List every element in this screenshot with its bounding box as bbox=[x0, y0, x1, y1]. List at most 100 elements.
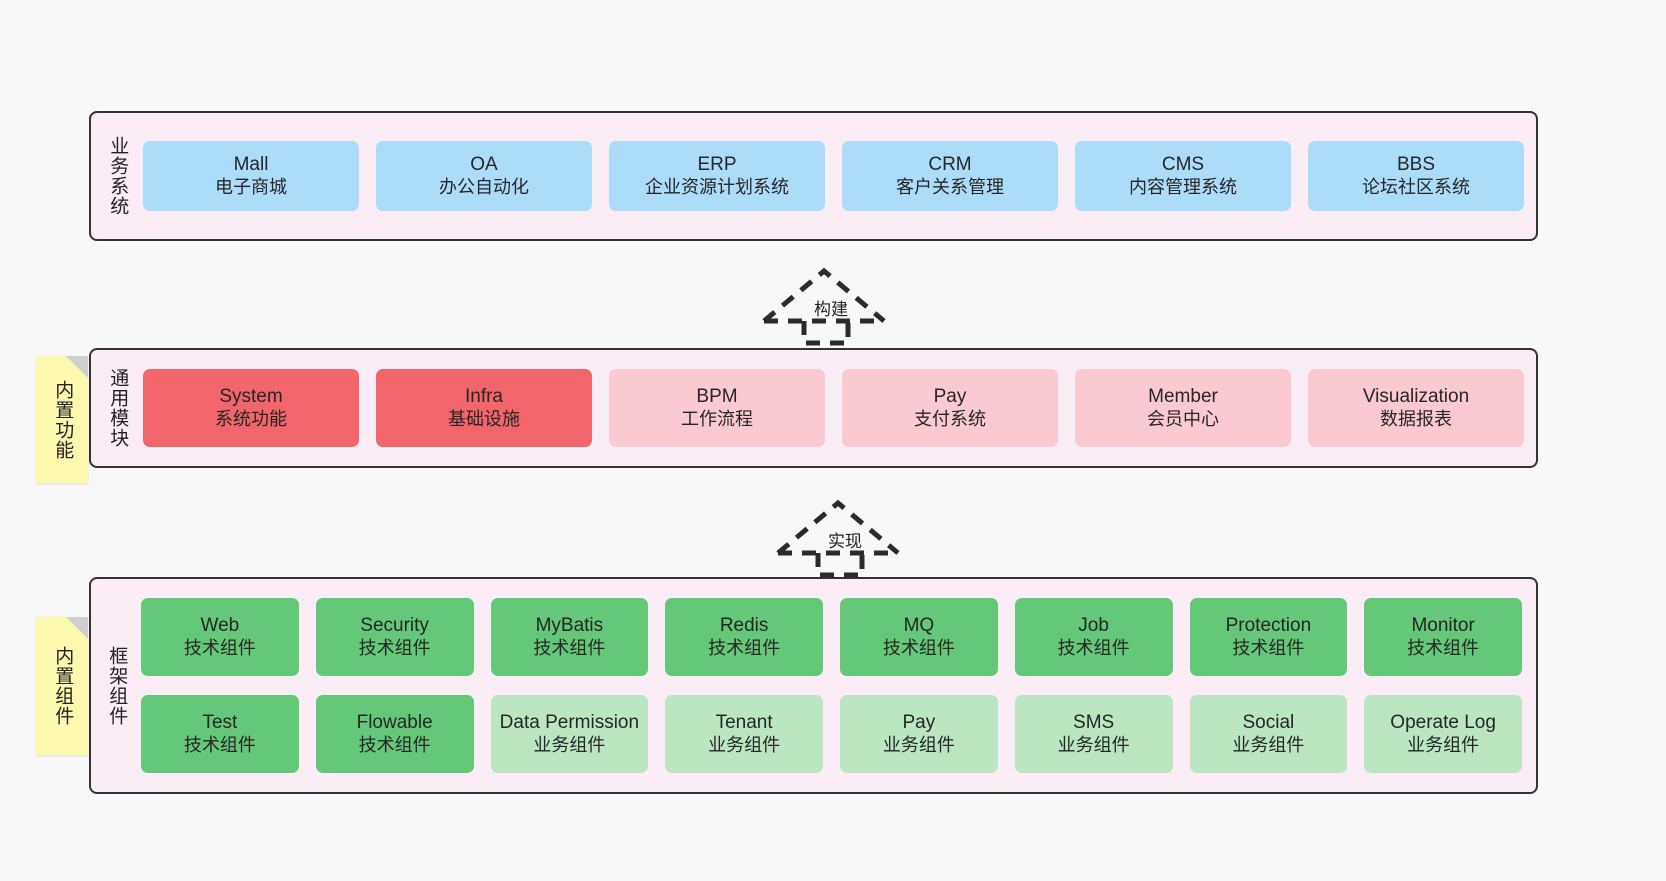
connector-label-build: 构建 bbox=[814, 300, 848, 319]
node-subtitle: 系统功能 bbox=[215, 408, 287, 429]
node-data-permission[interactable]: Data Permission 业务组件 bbox=[490, 695, 649, 773]
layer-framework-components: 框架组件 Web 技术组件 Security 技术组件 MyBatis 技术组件… bbox=[89, 577, 1538, 794]
arrow-head-triangle-open bbox=[776, 499, 900, 555]
node-protection[interactable]: Protection 技术组件 bbox=[1189, 598, 1348, 676]
node-subtitle: 业务组件 bbox=[533, 734, 606, 755]
node-tenant[interactable]: Tenant 业务组件 bbox=[665, 695, 823, 773]
arrow-stem bbox=[801, 321, 851, 346]
node-visualization[interactable]: Visualization 数据报表 bbox=[1308, 369, 1524, 447]
layer-common-modules: 通用模块 System 系统功能 Infra 基础设施 BPM 工作流程 Pay… bbox=[89, 348, 1538, 468]
node-subtitle: 技术组件 bbox=[183, 734, 256, 755]
layer-title-framework-components: 框架组件 bbox=[106, 645, 128, 726]
node-title: Redis bbox=[719, 615, 769, 637]
row-business-components: Test 技术组件 Flowable 技术组件 Data Permission … bbox=[141, 695, 1522, 773]
node-title: Member bbox=[1148, 386, 1218, 408]
node-title: MQ bbox=[903, 615, 935, 637]
node-title: Mall bbox=[233, 154, 269, 176]
node-subtitle: 技术组件 bbox=[533, 637, 606, 658]
node-subtitle: 技术组件 bbox=[1407, 637, 1480, 658]
row-business-systems: Mall 电子商城 OA 办公自动化 ERP 企业资源计划系统 CRM 客户关系… bbox=[143, 141, 1524, 211]
node-system[interactable]: System 系统功能 bbox=[143, 369, 359, 447]
node-pay[interactable]: Pay 支付系统 bbox=[842, 369, 1058, 447]
node-web[interactable]: Web 技术组件 bbox=[141, 598, 299, 676]
layer-title-business-systems: 业务系统 bbox=[107, 136, 129, 216]
node-subtitle: 内容管理系统 bbox=[1129, 176, 1237, 197]
node-title: SMS bbox=[1073, 712, 1115, 734]
node-test[interactable]: Test 技术组件 bbox=[141, 695, 299, 773]
node-title: Monitor bbox=[1411, 615, 1475, 637]
layer-title-common-modules: 通用模块 bbox=[107, 368, 129, 448]
node-title: CRM bbox=[928, 154, 972, 176]
node-crm[interactable]: CRM 客户关系管理 bbox=[842, 141, 1058, 211]
row-common-modules: System 系统功能 Infra 基础设施 BPM 工作流程 Pay 支付系统… bbox=[143, 369, 1524, 447]
node-job[interactable]: Job 技术组件 bbox=[1014, 598, 1173, 676]
node-subtitle: 业务组件 bbox=[1232, 734, 1305, 755]
node-redis[interactable]: Redis 技术组件 bbox=[665, 598, 823, 676]
row-technical-components: Web 技术组件 Security 技术组件 MyBatis 技术组件 Redi… bbox=[141, 598, 1522, 676]
node-operate-log[interactable]: Operate Log 业务组件 bbox=[1364, 695, 1522, 773]
layer-body-framework-components: Web 技术组件 Security 技术组件 MyBatis 技术组件 Redi… bbox=[141, 579, 1536, 792]
node-subtitle: 办公自动化 bbox=[439, 176, 529, 197]
sticky-note-builtin-components[interactable]: 内置组件 bbox=[36, 617, 88, 755]
layer-body-common-modules: System 系统功能 Infra 基础设施 BPM 工作流程 Pay 支付系统… bbox=[143, 350, 1536, 466]
node-erp[interactable]: ERP 企业资源计划系统 bbox=[609, 141, 825, 211]
node-title: Flowable bbox=[356, 712, 433, 734]
node-subtitle: 客户关系管理 bbox=[896, 176, 1004, 197]
node-title: Job bbox=[1078, 615, 1109, 637]
node-title: Security bbox=[360, 615, 429, 637]
node-subtitle: 技术组件 bbox=[1232, 637, 1305, 658]
node-oa[interactable]: OA 办公自动化 bbox=[376, 141, 592, 211]
node-subtitle: 数据报表 bbox=[1380, 408, 1452, 429]
sticky-note-label: 内置组件 bbox=[52, 646, 74, 726]
node-title: Social bbox=[1242, 712, 1295, 734]
node-pay-component[interactable]: Pay 业务组件 bbox=[840, 695, 998, 773]
connector-build: 构建 bbox=[752, 253, 912, 346]
node-title: Pay bbox=[933, 386, 967, 408]
node-title: Infra bbox=[464, 386, 504, 408]
node-subtitle: 技术组件 bbox=[708, 637, 781, 658]
node-mybatis[interactable]: MyBatis 技术组件 bbox=[490, 598, 649, 676]
node-title: MyBatis bbox=[535, 615, 604, 637]
node-social[interactable]: Social 业务组件 bbox=[1189, 695, 1348, 773]
node-title: BPM bbox=[696, 386, 738, 408]
node-bbs[interactable]: BBS 论坛社区系统 bbox=[1308, 141, 1524, 211]
node-title: Tenant bbox=[715, 712, 773, 734]
node-sms[interactable]: SMS 业务组件 bbox=[1014, 695, 1173, 773]
node-title: Web bbox=[200, 615, 240, 637]
node-subtitle: 技术组件 bbox=[358, 637, 431, 658]
node-subtitle: 会员中心 bbox=[1147, 408, 1219, 429]
node-flowable[interactable]: Flowable 技术组件 bbox=[315, 695, 474, 773]
node-title: Pay bbox=[902, 712, 936, 734]
node-mq[interactable]: MQ 技术组件 bbox=[840, 598, 998, 676]
node-title: Visualization bbox=[1362, 386, 1470, 408]
node-subtitle: 技术组件 bbox=[1057, 637, 1130, 658]
node-subtitle: 技术组件 bbox=[358, 734, 431, 755]
node-subtitle: 工作流程 bbox=[681, 408, 753, 429]
arrow-head-triangle-open bbox=[762, 267, 886, 323]
node-subtitle: 业务组件 bbox=[882, 734, 955, 755]
layer-business-systems: 业务系统 Mall 电子商城 OA 办公自动化 ERP 企业资源计划系统 CRM… bbox=[89, 111, 1538, 241]
node-title: OA bbox=[470, 154, 498, 176]
node-title: CMS bbox=[1161, 154, 1205, 176]
node-subtitle: 业务组件 bbox=[1407, 734, 1480, 755]
layer-body-business-systems: Mall 电子商城 OA 办公自动化 ERP 企业资源计划系统 CRM 客户关系… bbox=[143, 113, 1536, 239]
sticky-note-label: 内置功能 bbox=[52, 379, 74, 460]
node-bpm[interactable]: BPM 工作流程 bbox=[609, 369, 825, 447]
arrow-stem bbox=[815, 553, 865, 578]
node-cms[interactable]: CMS 内容管理系统 bbox=[1075, 141, 1291, 211]
node-title: ERP bbox=[697, 154, 737, 176]
node-title: Test bbox=[202, 712, 238, 734]
node-mall[interactable]: Mall 电子商城 bbox=[143, 141, 359, 211]
node-title: Protection bbox=[1225, 615, 1312, 637]
sticky-note-builtin-features[interactable]: 内置功能 bbox=[36, 356, 88, 483]
node-security[interactable]: Security 技术组件 bbox=[315, 598, 474, 676]
node-subtitle: 论坛社区系统 bbox=[1362, 176, 1470, 197]
node-monitor[interactable]: Monitor 技术组件 bbox=[1364, 598, 1522, 676]
node-subtitle: 业务组件 bbox=[708, 734, 781, 755]
node-title: System bbox=[219, 386, 283, 408]
note-fold-corner-icon bbox=[66, 617, 88, 639]
node-subtitle: 技术组件 bbox=[183, 637, 256, 658]
node-infra[interactable]: Infra 基础设施 bbox=[376, 369, 592, 447]
node-member[interactable]: Member 会员中心 bbox=[1075, 369, 1291, 447]
